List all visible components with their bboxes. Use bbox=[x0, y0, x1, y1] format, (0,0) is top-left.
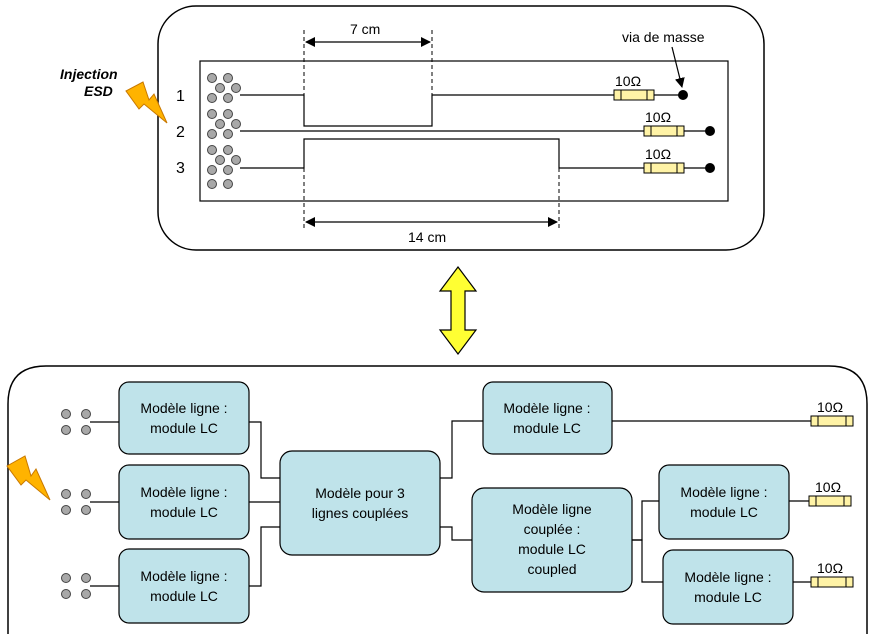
connector-pins-icon bbox=[207, 73, 241, 189]
line-module-3: Modèle ligne : module LC bbox=[118, 548, 250, 624]
module-text-line1: Modèle ligne : bbox=[680, 484, 767, 500]
module-text-line2: module LC bbox=[690, 504, 758, 520]
resistor-label-6: 10Ω bbox=[817, 560, 843, 576]
resistor-icon bbox=[643, 125, 685, 137]
wires bbox=[90, 420, 811, 587]
bottom-board-outline bbox=[7, 365, 868, 634]
module-text-line1: Modèle ligne : bbox=[140, 400, 227, 416]
resistor-label-3: 10Ω bbox=[645, 146, 671, 162]
resistor-icon bbox=[808, 495, 852, 507]
module-text-line2: module LC bbox=[150, 504, 218, 520]
dim-long-label: 14 cm bbox=[408, 229, 446, 245]
ground-via-icon bbox=[705, 126, 715, 136]
connector-pins-icon bbox=[61, 409, 91, 599]
resistor-icon bbox=[810, 576, 854, 588]
lightning-icon bbox=[125, 81, 168, 124]
module-text-line1: Modèle ligne : bbox=[140, 568, 227, 584]
module-text-line2: module LC bbox=[150, 420, 218, 436]
module-text-line1: Modèle pour 3 bbox=[315, 485, 405, 501]
resistor-label-2: 10Ω bbox=[645, 109, 671, 125]
resistor-icon bbox=[810, 415, 854, 427]
coupled-line-module: Modèle ligne couplée : module LC coupled bbox=[471, 487, 633, 593]
injection-label: Injection bbox=[60, 66, 118, 82]
via-label: via de masse bbox=[622, 29, 705, 45]
line-module-2: Modèle ligne : module LC bbox=[118, 464, 250, 540]
dim-7cm bbox=[303, 30, 433, 95]
line-module-1: Modèle ligne : module LC bbox=[118, 381, 250, 455]
ground-via-icon bbox=[705, 163, 715, 173]
ground-via-icon bbox=[678, 90, 688, 100]
module-text-line2: couplée : bbox=[524, 521, 581, 537]
resistor-icon bbox=[613, 89, 655, 101]
bottom-model: Modèle ligne : module LC Modèle ligne : … bbox=[6, 365, 868, 634]
double-arrow-icon bbox=[438, 266, 478, 355]
resistor-label-5: 10Ω bbox=[815, 479, 841, 495]
resistor-icon bbox=[643, 162, 685, 174]
line-number-1: 1 bbox=[176, 88, 185, 105]
line-module-4: Modèle ligne : module LC bbox=[482, 381, 613, 455]
top-board: 1 2 3 bbox=[157, 5, 765, 251]
module-text-line1: Modèle ligne : bbox=[684, 569, 771, 585]
line-module-5: Modèle ligne : module LC bbox=[658, 464, 790, 540]
via-pointer-arrow bbox=[671, 46, 685, 88]
lightning-icon bbox=[6, 455, 51, 501]
module-text-line1: Modèle ligne : bbox=[503, 400, 590, 416]
module-text-line2: lignes couplées bbox=[312, 505, 409, 521]
line-number-3: 3 bbox=[176, 160, 185, 177]
dim-14cm bbox=[303, 168, 560, 231]
resistor-label-4: 10Ω bbox=[817, 399, 843, 415]
resistor-label-1: 10Ω bbox=[615, 73, 641, 89]
line-number-2: 2 bbox=[176, 124, 185, 141]
module-text-line2: module LC bbox=[513, 420, 581, 436]
module-text-line3: module LC bbox=[518, 541, 586, 557]
line-module-6: Modèle ligne : module LC bbox=[662, 549, 794, 625]
module-text-line4: coupled bbox=[527, 561, 576, 577]
module-text-line2: module LC bbox=[694, 589, 762, 605]
module-text-line2: module LC bbox=[150, 588, 218, 604]
coupled-3-lines-module: Modèle pour 3 lignes couplées bbox=[279, 450, 441, 556]
dim-short-label: 7 cm bbox=[350, 21, 380, 37]
esd-label: ESD bbox=[84, 83, 113, 99]
module-text-line1: Modèle ligne : bbox=[140, 484, 227, 500]
module-text-line1: Modèle ligne bbox=[512, 501, 592, 517]
